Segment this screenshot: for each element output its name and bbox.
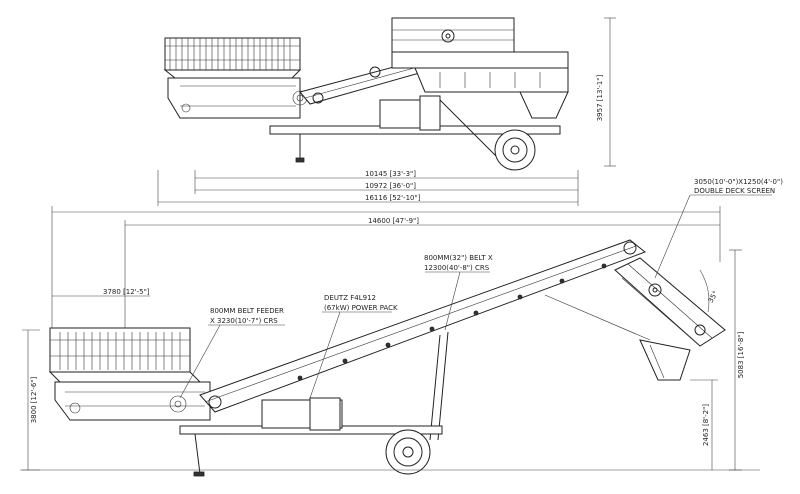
top-dim-height: 3957 [13'-1"] bbox=[596, 74, 604, 121]
callouts: 3050(10'-0")X1250(4'-0") DOUBLE DECK SCR… bbox=[179, 178, 783, 399]
top-hopper bbox=[163, 37, 302, 79]
main-conveyor bbox=[199, 239, 651, 441]
label-belt-line2: 12300(40'-8") CRS bbox=[424, 264, 490, 272]
main-chassis bbox=[179, 397, 443, 477]
top-dim-length-2: 10972 [36'-0"] bbox=[365, 182, 416, 190]
top-hopper-body bbox=[167, 77, 301, 119]
main-dim-discharge-height: 2463 [8'-2"] bbox=[702, 404, 710, 446]
main-dim-overall: 14600 [47'-9"] bbox=[368, 217, 419, 225]
main-dim-hopper-height: 3800 [12'-6"] bbox=[30, 376, 38, 423]
main-elevation-view: 14600 [47'-9"] 3780 [12'-5"] 3800 [12'-6… bbox=[20, 178, 783, 477]
top-elevation-view: 10145 [33'-3"] 10972 [36'-0"] 16116 [52'… bbox=[157, 17, 616, 206]
label-belt-line1: 800MM(32") BELT X bbox=[424, 254, 493, 262]
top-screen bbox=[391, 17, 569, 119]
label-power-line1: DEUTZ F4L912 bbox=[324, 294, 376, 302]
main-dimensions: 14600 [47'-9"] 3780 [12'-5"] 3800 [12'-6… bbox=[22, 206, 745, 471]
label-screen-line2: DOUBLE DECK SCREEN bbox=[694, 187, 775, 195]
label-power-line2: (67kW) POWER PACK bbox=[324, 304, 398, 312]
top-dim-length-3: 16116 [52'-10"] bbox=[365, 194, 421, 202]
top-dim-length-1: 10145 [33'-3"] bbox=[365, 170, 416, 178]
top-chassis bbox=[269, 95, 561, 171]
main-hopper bbox=[48, 327, 211, 421]
main-screen bbox=[614, 257, 726, 381]
main-dim-feeder-length: 3780 [12'-5"] bbox=[103, 288, 150, 296]
top-dimensions: 10145 [33'-3"] 10972 [36'-0"] 16116 [52'… bbox=[157, 17, 616, 206]
main-dim-total-height: 5083 [16'-8"] bbox=[737, 331, 745, 378]
label-feeder-line1: 800MM BELT FEEDER bbox=[210, 307, 284, 315]
label-screen-line1: 3050(10'-0")X1250(4'-0") bbox=[694, 178, 783, 186]
label-feeder-line2: X 3230(10'-7") CRS bbox=[210, 317, 278, 325]
